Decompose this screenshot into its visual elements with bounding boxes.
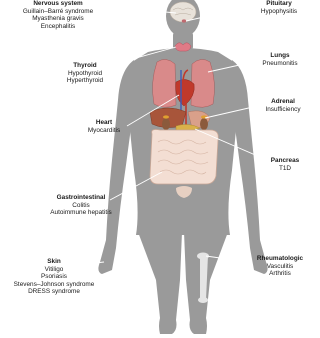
label-heart-item: Myocarditis xyxy=(82,127,126,135)
label-gi-title: Gastrointestinal xyxy=(42,194,120,202)
label-skin-item: Psoriasis xyxy=(6,273,102,281)
label-nervous-title: Nervous system xyxy=(16,0,100,8)
intestines xyxy=(150,130,218,185)
label-skin-item: Vitiligo xyxy=(6,266,102,274)
label-thyroid: Thyroid Hypothyroid Hyperthyroid xyxy=(54,62,116,85)
pituitary-gland xyxy=(182,19,186,22)
label-nervous-system: Nervous system Guillain–Barré syndrome M… xyxy=(16,0,100,30)
label-rheum-item: Arthritis xyxy=(250,270,310,278)
label-rheumatologic: Rheumatologic Vasculitis Arthritis xyxy=(250,255,310,278)
label-nervous-item: Encephalitis xyxy=(16,23,100,31)
label-pancreas-title: Pancreas xyxy=(262,157,308,165)
label-pituitary: Pituitary Hypophysitis xyxy=(254,0,304,15)
label-pituitary-item: Hypophysitis xyxy=(254,8,304,16)
label-skin-title: Skin xyxy=(6,258,102,266)
label-lungs-item: Pneumonitis xyxy=(254,60,306,68)
label-lungs-title: Lungs xyxy=(254,52,306,60)
label-gi-item: Colitis xyxy=(42,202,120,210)
label-rheum-title: Rheumatologic xyxy=(250,255,310,263)
label-heart-title: Heart xyxy=(82,119,126,127)
label-pancreas: Pancreas T1D xyxy=(262,157,308,172)
label-gastrointestinal: Gastrointestinal Colitis Autoimmune hepa… xyxy=(42,194,120,217)
label-skin-item: DRESS syndrome xyxy=(6,288,102,296)
label-skin: Skin Vitiligo Psoriasis Stevens–Johnson … xyxy=(6,258,102,296)
label-thyroid-item: Hypothyroid xyxy=(54,70,116,78)
label-adrenal: Adrenal Insufficiency xyxy=(254,98,312,113)
label-thyroid-title: Thyroid xyxy=(54,62,116,70)
label-nervous-item: Guillain–Barré syndrome xyxy=(16,8,100,16)
label-rheum-item: Vasculitis xyxy=(250,263,310,271)
label-thyroid-item: Hyperthyroid xyxy=(54,77,116,85)
label-heart: Heart Myocarditis xyxy=(82,119,126,134)
label-adrenal-item: Insufficiency xyxy=(254,106,312,114)
label-gi-item: Autoimmune hepatitis xyxy=(42,209,120,217)
label-skin-item: Stevens–Johnson syndrome xyxy=(6,281,102,289)
label-pancreas-item: T1D xyxy=(262,165,308,173)
brain xyxy=(170,2,196,22)
label-adrenal-title: Adrenal xyxy=(254,98,312,106)
label-nervous-item: Myasthenia gravis xyxy=(16,15,100,23)
leader-nervous xyxy=(113,7,176,13)
label-lungs: Lungs Pneumonitis xyxy=(254,52,306,67)
label-pituitary-title: Pituitary xyxy=(254,0,304,8)
